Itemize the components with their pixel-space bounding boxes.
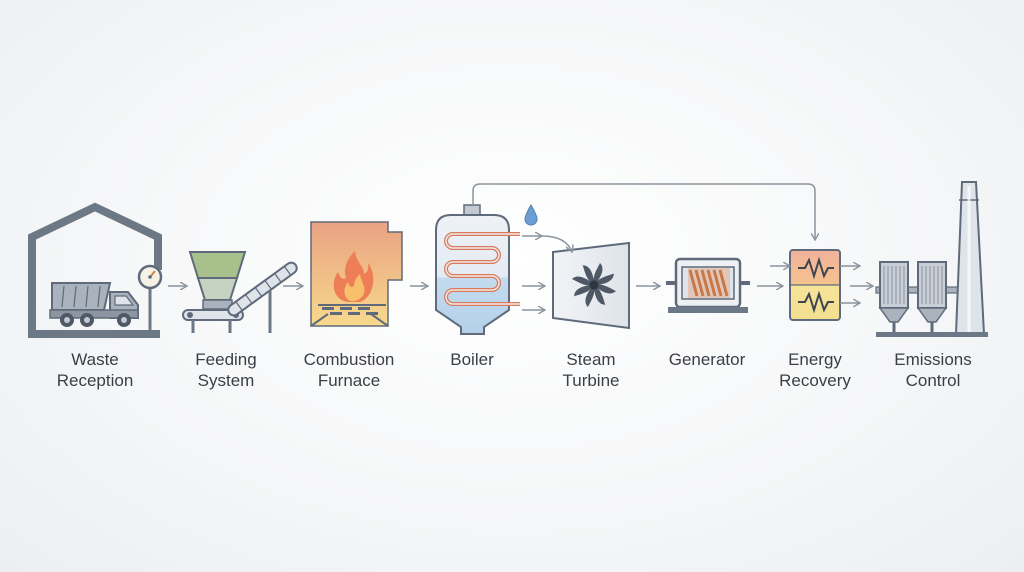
boiler-coil-icon (435, 204, 520, 335)
stage-label-feeding-system: Feeding System (161, 349, 291, 391)
turbine-icon (552, 241, 630, 330)
label-line: Furnace (317, 371, 381, 390)
water-drop-icon (524, 203, 538, 226)
label-line: Boiler (450, 350, 494, 369)
filters-stack-icon (875, 181, 988, 337)
label-line: Reception (56, 371, 134, 390)
label-line: Recovery (779, 371, 851, 390)
label-line: Control (905, 371, 961, 390)
stage-label-boiler: Boiler (407, 349, 537, 370)
stage-label-emissions-control: Emissions Control (868, 349, 998, 391)
heat-exchanger-icon (789, 249, 841, 321)
flow-arrows (168, 183, 873, 310)
label-line: Emissions (894, 350, 972, 369)
label-line: Combustion (303, 350, 395, 369)
label-line: Energy (788, 350, 842, 369)
label-line: Waste (71, 350, 119, 369)
label-line: Steam (566, 350, 616, 369)
stage-label-combustion-furnace: Combustion Furnace (284, 349, 414, 391)
generator-coil-icon (666, 257, 750, 313)
stage-label-generator: Generator (642, 349, 772, 370)
hopper-conveyor-icon (182, 251, 298, 333)
arrow-steam-to-turbine (541, 235, 572, 252)
arrow-boiler-bypass-to-recovery (472, 183, 815, 240)
label-line: Turbine (562, 371, 620, 390)
dump-truck-shed-icon (28, 202, 163, 338)
label-line: System (197, 371, 255, 390)
label-line: Generator (668, 350, 746, 369)
stage-label-steam-turbine: Steam Turbine (526, 349, 656, 391)
label-line: Feeding (195, 350, 257, 369)
stage-label-energy-recovery: Energy Recovery (750, 349, 880, 391)
furnace-flame-icon (310, 221, 403, 327)
stage-label-waste-reception: Waste Reception (30, 349, 160, 391)
